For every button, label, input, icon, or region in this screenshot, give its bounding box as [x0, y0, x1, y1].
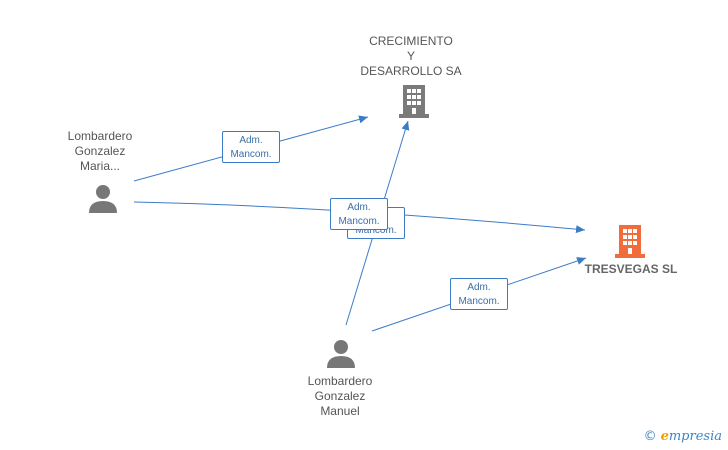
empresia-watermark: ©empresia [644, 429, 722, 444]
person-label-maria[interactable]: Lombardero Gonzalez Maria... [67, 129, 133, 173]
company-label-crecimiento[interactable]: CRECIMIENTO Y DESARROLLO SA [360, 34, 462, 78]
company-label-tresvegas[interactable]: TRESVEGAS SL [584, 262, 678, 276]
building-icon-highlight[interactable] [614, 224, 646, 258]
building-icon[interactable] [398, 84, 430, 118]
brand-e: e [660, 429, 669, 444]
copyright-symbol: © [643, 429, 657, 444]
person-icon[interactable] [326, 339, 356, 369]
person-icon[interactable] [88, 184, 118, 214]
brand-rest: mpresia [668, 429, 722, 444]
edge-label-maria-crecimiento[interactable]: Adm. Mancom. [222, 131, 280, 163]
edge-label-maria-tresvegas[interactable]: Adm. Mancom. [330, 198, 388, 230]
edge-label-manuel-tresvegas[interactable]: Adm. Mancom. [450, 278, 508, 310]
person-label-manuel[interactable]: Lombardero Gonzalez Manuel [307, 374, 373, 418]
